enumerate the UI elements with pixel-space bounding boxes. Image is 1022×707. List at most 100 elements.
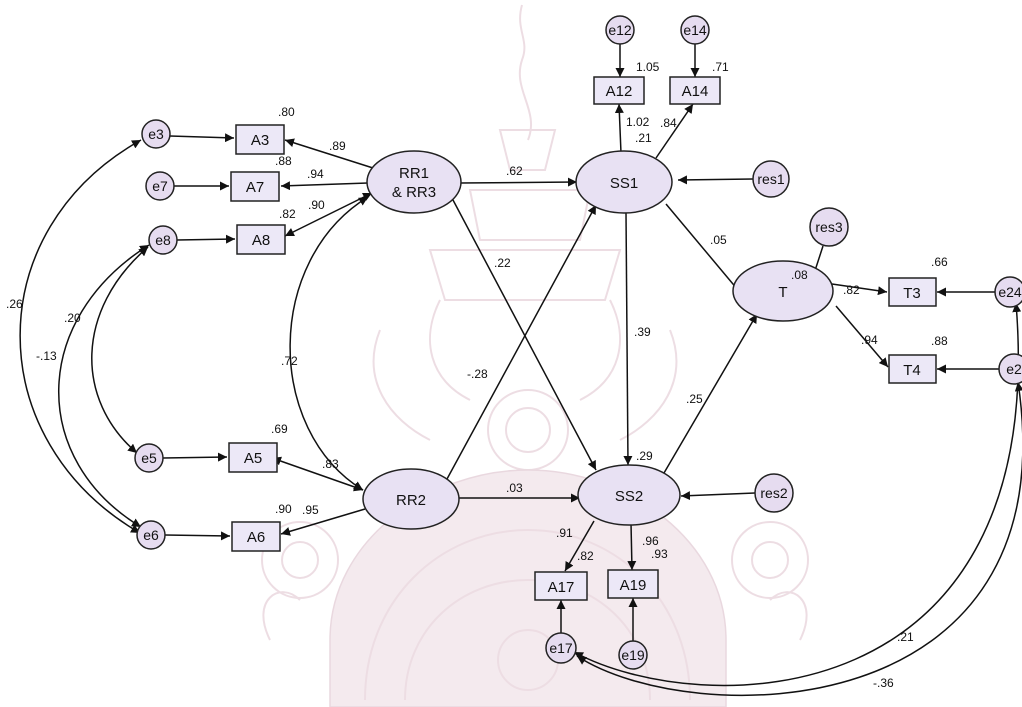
error-terms: e3 e7 e8 e5 e6 e12 e14 e17 e19 e24 e2 re… <box>134 15 1022 670</box>
cov-e17-e24: .21 <box>897 630 914 644</box>
cov-e8-e5: .20 <box>64 311 81 325</box>
edge-RR1-A8 <box>284 192 373 237</box>
r2-T3: .66 <box>931 255 948 269</box>
r2-A5: .69 <box>271 422 288 436</box>
node-A5-label: A5 <box>244 450 262 467</box>
node-A5 <box>228 442 278 473</box>
node-T3 <box>888 277 937 307</box>
node-A12-label: A12 <box>606 83 633 100</box>
node-A14 <box>669 76 721 105</box>
residual-res2 <box>754 473 794 513</box>
node-RR2-label: RR2 <box>396 492 426 509</box>
node-A17 <box>534 571 588 601</box>
edge-SS1-T <box>665 203 744 297</box>
cov-RR1-RR2: .72 <box>281 354 298 368</box>
error-e7-label: e7 <box>152 178 168 194</box>
error-e2-label: e2 <box>1006 361 1022 377</box>
error-e5-label: e5 <box>141 450 157 466</box>
edge-cov-e8-e5 <box>91 246 149 454</box>
r2-A14: .71 <box>712 60 729 74</box>
edge-cov-e17-e2 <box>576 381 1022 696</box>
r2-SS2: .29 <box>636 449 653 463</box>
node-A7 <box>230 171 280 202</box>
r2-A12: 1.05 <box>636 60 660 74</box>
r2-A7: .88 <box>275 154 292 168</box>
loading-A7: .94 <box>307 167 324 181</box>
error-e17 <box>545 632 577 664</box>
node-T-label: T <box>778 284 787 301</box>
path-RR2-SS2: .03 <box>506 481 523 495</box>
error-e24 <box>994 276 1022 308</box>
r2-A6: .90 <box>275 502 292 516</box>
node-A7-label: A7 <box>246 179 264 196</box>
edge-cov-RR1-RR2 <box>289 196 369 491</box>
edge-e6-A6 <box>164 531 231 541</box>
error-e6-label: e6 <box>143 527 159 543</box>
indicators: A3 A7 A8 A5 A6 A12 A14 A17 A19 T3 T4 <box>228 76 937 601</box>
error-e24-label: e24 <box>998 284 1022 300</box>
loading-T4: .94 <box>861 333 878 347</box>
r2-A19: .93 <box>651 547 668 561</box>
node-SS1 <box>575 150 673 214</box>
loading-A6: .95 <box>302 503 319 517</box>
edge-T-T3 <box>831 283 888 296</box>
edge-SS1-A12 <box>614 103 624 154</box>
r2-A8: .82 <box>279 207 296 221</box>
error-e14 <box>680 15 710 45</box>
edge-res1-SS1 <box>677 175 754 185</box>
loading-A8: .90 <box>308 198 325 212</box>
error-e12 <box>605 15 635 45</box>
error-e7 <box>145 171 175 201</box>
error-e12-label: e12 <box>608 22 632 38</box>
loading-A3: .89 <box>329 139 346 153</box>
edge-RR2-SS1 <box>446 204 597 480</box>
r2-A3: .80 <box>278 105 295 119</box>
error-e2 <box>998 353 1022 385</box>
loading-A5: .83 <box>322 457 339 471</box>
r2-SS1: .21 <box>635 131 652 145</box>
error-e3 <box>141 119 171 149</box>
edge-e3-A3 <box>169 133 235 143</box>
r2-T: .08 <box>791 268 808 282</box>
loading-A14: .84 <box>660 116 677 130</box>
error-e6 <box>136 520 166 550</box>
node-A8-label: A8 <box>252 232 270 249</box>
node-RR2 <box>362 468 460 530</box>
node-A12 <box>593 76 645 105</box>
node-RR1-label-line1: RR1 <box>399 165 429 182</box>
error-e8-label: e8 <box>155 232 171 248</box>
edge-SS2-T <box>663 313 758 474</box>
edge-RR1-A7 <box>280 181 369 191</box>
loading-A17: .91 <box>556 526 573 540</box>
edge-SS1-SS2 <box>623 212 633 466</box>
node-SS2-label: SS2 <box>615 488 643 505</box>
r2-T4: .88 <box>931 334 948 348</box>
cov-e3-e6: .26 <box>6 297 23 311</box>
node-A14-label: A14 <box>682 83 709 100</box>
residual-res3-label: res3 <box>815 219 842 235</box>
cov-e17-e2: -.36 <box>873 676 894 690</box>
path-RR1-SS1: .62 <box>506 164 523 178</box>
node-A19 <box>607 569 659 599</box>
edge-res2-SS2 <box>680 491 756 501</box>
error-e3-label: e3 <box>148 126 164 142</box>
edge-RR2-A6 <box>280 508 366 536</box>
residual-res2-label: res2 <box>760 485 787 501</box>
edge-RR1-A3 <box>284 138 374 169</box>
path-RR2-SS1: -.28 <box>467 367 488 381</box>
edge-cov-e3-e6 <box>19 139 142 534</box>
node-A3-label: A3 <box>251 132 269 149</box>
node-A19-label: A19 <box>620 577 647 594</box>
error-e19 <box>618 640 648 670</box>
residual-res3 <box>809 207 849 247</box>
node-T <box>732 260 834 322</box>
error-e17-label: e17 <box>549 640 573 656</box>
loading-A19: .96 <box>642 534 659 548</box>
node-RR1-RR3 <box>366 150 462 214</box>
loading-A12: 1.02 <box>626 115 650 129</box>
node-SS2 <box>577 464 681 526</box>
edge-SS2-A19 <box>627 522 637 571</box>
edge-SS1-A14 <box>655 103 694 159</box>
latents: RR1 & RR3 RR2 SS1 SS2 T <box>362 150 834 530</box>
